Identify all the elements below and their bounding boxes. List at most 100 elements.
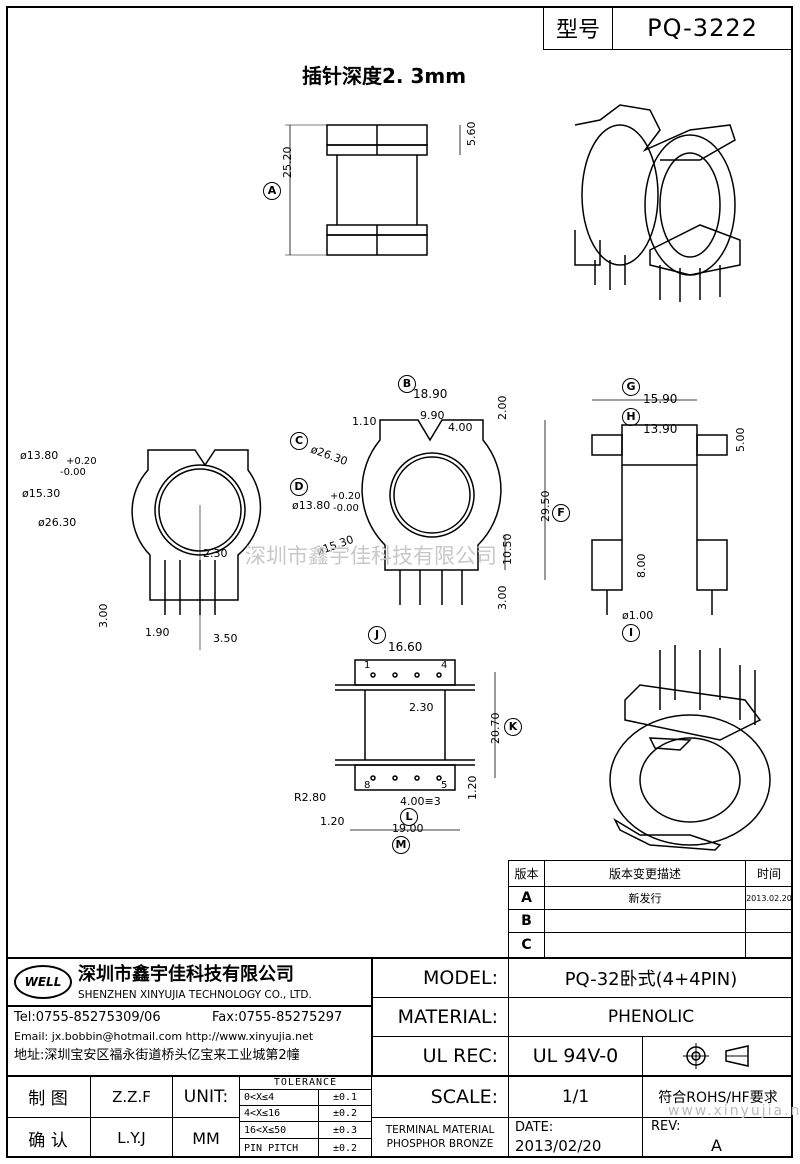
dim-left-b: 3.50 (213, 632, 238, 645)
tol-range: 0<X≤4 (239, 1089, 319, 1106)
dim-pin-len: 3.00 (496, 585, 509, 611)
date-value: 2013/02/20 (515, 1136, 602, 1155)
site-watermark: www.xinyujia.net (668, 1103, 800, 1119)
dim-j-pitch: 2.30 (409, 701, 434, 714)
rev-row-version: B (508, 909, 545, 933)
rev-row-desc (544, 932, 746, 958)
circle-label-m: M (392, 836, 410, 854)
dim-b-inner: 9.90 (420, 409, 445, 422)
circle-label-l: L (400, 808, 418, 826)
terminal-material-value: PHOSPHOR BRONZE (386, 1138, 494, 1150)
company-email: Email: jx.bobbin@hotmail.com http://www.… (14, 1030, 314, 1043)
dim-a-height: 25.20 (281, 146, 294, 179)
rev-col-version: 版本 (508, 860, 545, 887)
projection-symbols (642, 1036, 793, 1076)
tol-value: ±0.3 (318, 1121, 372, 1139)
unit-value: MM (172, 1117, 240, 1158)
dim-g-pin: 8.00 (635, 553, 648, 579)
header-model-value: PQ-3222 (612, 6, 793, 50)
company-address: 地址:深圳宝安区福永街道桥头亿宝来工业城第2幢 (14, 1048, 300, 1063)
circle-label-h: H (622, 408, 640, 426)
drawn-label: 制 图 (6, 1075, 91, 1118)
pin-label-5: 5 (441, 780, 448, 791)
company-logo-text: WELL (24, 975, 62, 989)
tol-value: ±0.2 (318, 1138, 372, 1158)
pin-label-8: 8 (364, 780, 371, 791)
rev-row-version: C (508, 932, 545, 958)
circle-label-c: C (290, 432, 308, 450)
company-logo: WELL (14, 965, 72, 999)
drawn-value: Z.Z.F (90, 1075, 173, 1118)
dim-h-width: 13.90 (643, 422, 678, 436)
ulrec-label: UL REC: (371, 1036, 509, 1076)
dim-left-tol-minus: -0.00 (60, 467, 86, 478)
dim-left-pitch: 2.30 (203, 547, 228, 560)
header-model-label: 型号 (543, 6, 613, 50)
rev-row-desc: 新发行 (544, 886, 746, 910)
tol-range: PIN PITCH (239, 1138, 319, 1158)
pin-depth-note: 插针深度2. 3mm (302, 64, 467, 88)
model-value: PQ-32卧式(4+4PIN) (508, 958, 793, 998)
tol-range: 4<X≤16 (239, 1105, 319, 1122)
rev-row-desc (544, 909, 746, 933)
tolerance-label: TOLERANCE (239, 1075, 372, 1090)
circle-label-b: B (398, 375, 416, 393)
dim-d-tol-plus: +0.20 (330, 491, 361, 502)
dim-a-top: 5.60 (465, 121, 478, 147)
check-value: L.Y.J (90, 1117, 173, 1158)
rev-cell: REV: A (642, 1117, 793, 1158)
tol-value: ±0.1 (318, 1089, 372, 1106)
dim-d-dia: ø13.80 (292, 499, 331, 512)
ulrec-value: UL 94V-0 (508, 1036, 643, 1076)
pin-label-1: 1 (364, 660, 371, 671)
circle-label-d: D (290, 478, 308, 496)
circle-label-a: A (263, 182, 281, 200)
date-cell: DATE: 2013/02/20 (508, 1117, 643, 1158)
dim-m-width: 19.00 (392, 822, 424, 835)
terminal-material: TERMINAL MATERIAL PHOSPHOR BRONZE (371, 1117, 509, 1158)
check-label: 确 认 (6, 1117, 91, 1158)
dim-pitch3: 4.00≡3 (400, 795, 441, 808)
dim-f-height: 29.50 (539, 490, 552, 523)
watermark: 深圳市鑫宇佳科技有限公司 (245, 544, 497, 568)
dim-g-width: 15.90 (643, 392, 678, 406)
dim-left-pin: 3.00 (97, 603, 110, 629)
dim-j-width: 16.60 (388, 640, 423, 654)
rev-row-time: 2013.02.20 (745, 886, 793, 910)
circle-label-g: G (622, 378, 640, 396)
dim-left-a: 1.90 (145, 626, 170, 639)
dim-left-dia2: ø15.30 (22, 487, 61, 500)
company-name-cn: 深圳市鑫宇佳科技有限公司 (78, 964, 294, 985)
title-block-vline (371, 958, 373, 1075)
tol-range: 16<X≤50 (239, 1121, 319, 1139)
rev-row-time (745, 909, 793, 933)
model-label: MODEL: (371, 958, 509, 998)
circle-label-i: I (622, 624, 640, 642)
rev-row-version: A (508, 886, 545, 910)
tol-value: ±0.2 (318, 1105, 372, 1122)
circle-label-f: F (552, 504, 570, 522)
dim-pin-h: 10.50 (501, 533, 514, 566)
drawing-frame (6, 6, 793, 1158)
date-label: DATE: (515, 1119, 554, 1135)
scale-label: SCALE: (371, 1075, 509, 1118)
dim-d-tol-minus: -0.00 (333, 503, 359, 514)
rev-col-desc: 版本变更描述 (544, 860, 746, 887)
dim-b-width: 18.90 (413, 387, 448, 401)
company-name-en: SHENZHEN XINYUJIA TECHNOLOGY CO., LTD. (78, 989, 312, 1001)
dim-b-left: 1.10 (352, 415, 377, 428)
title-block-top-line (6, 957, 793, 959)
company-fax: Fax:0755-85275297 (212, 1010, 343, 1025)
dim-b-right: 2.00 (496, 395, 509, 421)
dim-k-bottom: 1.20 (466, 775, 479, 801)
rev-row-time (745, 932, 793, 958)
material-label: MATERIAL: (371, 997, 509, 1037)
dim-i-dia: ø1.00 (622, 609, 654, 622)
dim-radius: R2.80 (294, 791, 327, 804)
circle-label-k: K (504, 718, 522, 736)
terminal-material-label: TERMINAL MATERIAL (385, 1124, 495, 1137)
rev-label: REV: (651, 1119, 681, 1135)
dim-k-height: 20.70 (489, 712, 502, 745)
dim-g-top: 5.00 (734, 427, 747, 453)
